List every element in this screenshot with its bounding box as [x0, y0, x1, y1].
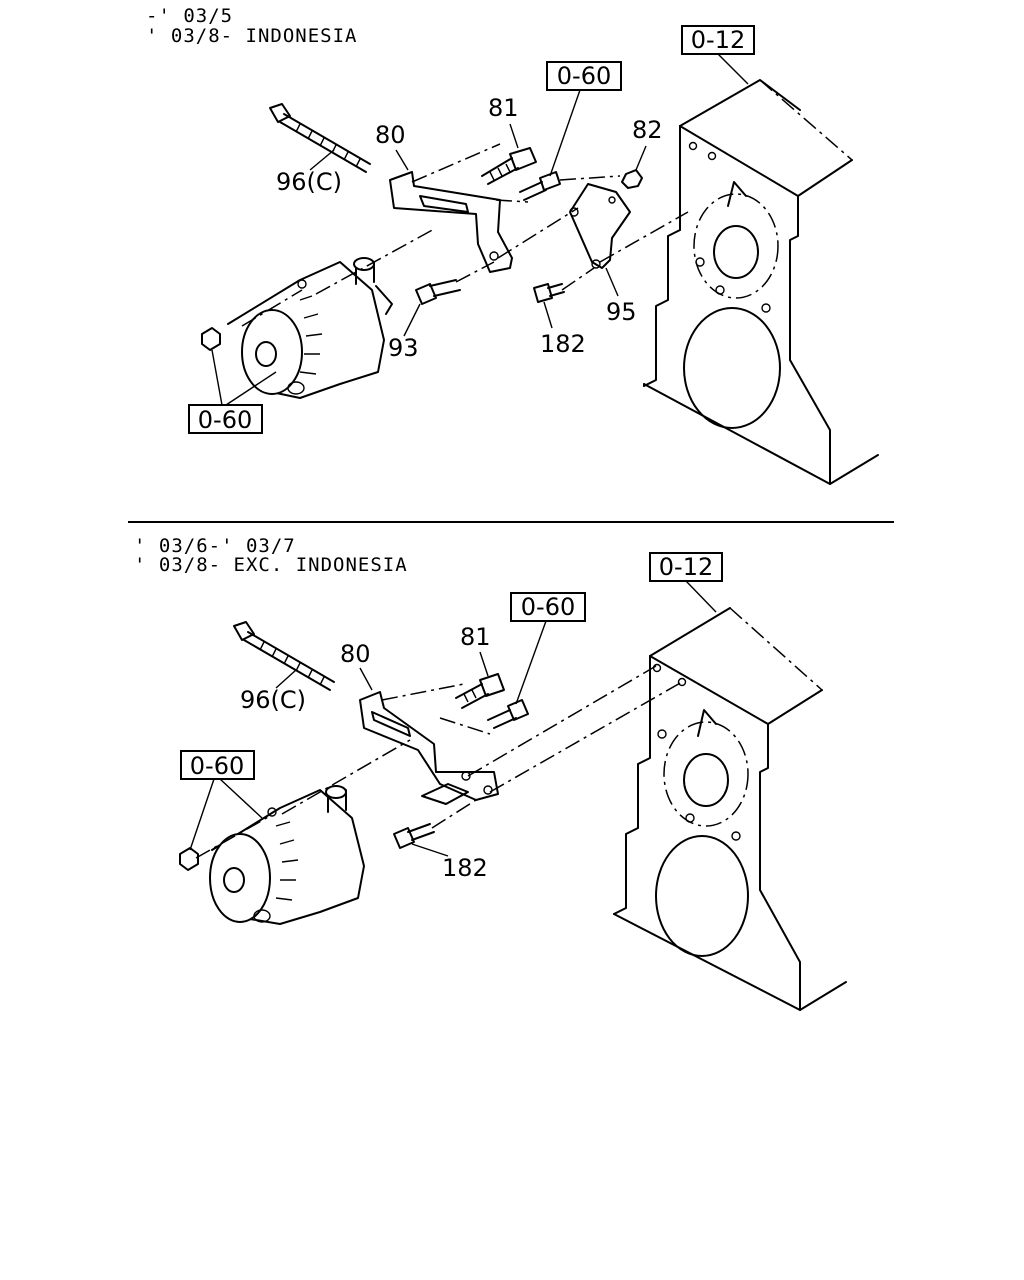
top-part-80: 80: [375, 121, 406, 149]
top-pump-ref: 0-60: [198, 406, 252, 434]
bottom-part-182: 182: [442, 854, 488, 882]
top-part-96c: 96(C): [276, 168, 342, 196]
bottom-pump-nut: [179, 847, 199, 871]
top-bolt-93: [415, 279, 461, 305]
top-bolt-upper: [519, 171, 561, 201]
bottom-header-line-1: ' 03/6-' 03/7: [134, 535, 296, 557]
bottom-engine-ref: 0-12: [659, 553, 713, 581]
top-long-bolt: [269, 103, 371, 173]
bottom-engine-block: [613, 607, 847, 1011]
bottom-bolt-ref-box: [510, 592, 586, 622]
bottom-header-line-2: ' 03/8- EXC. INDONESIA: [134, 554, 408, 576]
top-part-95: 95: [606, 298, 637, 326]
top-bolt-ref-box: [546, 61, 622, 91]
top-pump-ref-box: [188, 404, 263, 434]
bottom-part-80: 80: [340, 640, 371, 668]
bottom-engine-ref-box: [649, 552, 723, 582]
top-section: -' 03/5 ' 03/8- INDONESIA 0-12: [146, 5, 879, 485]
top-part-182: 182: [540, 330, 586, 358]
top-part-81: 81: [488, 94, 519, 122]
top-engine-block: [643, 79, 879, 485]
bottom-long-bolt: [233, 621, 335, 691]
bottom-part-96c: 96(C): [240, 686, 306, 714]
bottom-bolt-182: [393, 823, 435, 849]
bottom-bolt-81: [455, 673, 505, 709]
top-engine-ref: 0-12: [691, 26, 745, 54]
top-bracket: [389, 171, 513, 273]
top-header-line-2: ' 03/8- INDONESIA: [146, 25, 357, 47]
top-nut-82: [621, 169, 643, 189]
bottom-part-81: 81: [460, 623, 491, 651]
bottom-bolt-upper: [487, 699, 529, 729]
bottom-pump-ref: 0-60: [190, 752, 244, 780]
bottom-pump-ref-box: [180, 750, 255, 780]
top-part-93: 93: [388, 334, 419, 362]
top-pump: [227, 257, 393, 399]
top-plate-95: [569, 183, 631, 269]
top-pump-nut: [201, 327, 221, 351]
bottom-bolt-ref: 0-60: [521, 593, 575, 621]
top-part-82: 82: [632, 116, 663, 144]
bottom-pump: [209, 785, 365, 925]
bottom-section: ' 03/6-' 03/7 ' 03/8- EXC. INDONESIA 0-1…: [134, 535, 847, 1011]
top-header-line-1: -' 03/5: [146, 5, 233, 27]
top-bolt-81: [481, 147, 537, 185]
top-bolt-182: [533, 283, 565, 303]
bottom-bracket: [359, 691, 499, 805]
top-bolt-ref: 0-60: [557, 62, 611, 90]
